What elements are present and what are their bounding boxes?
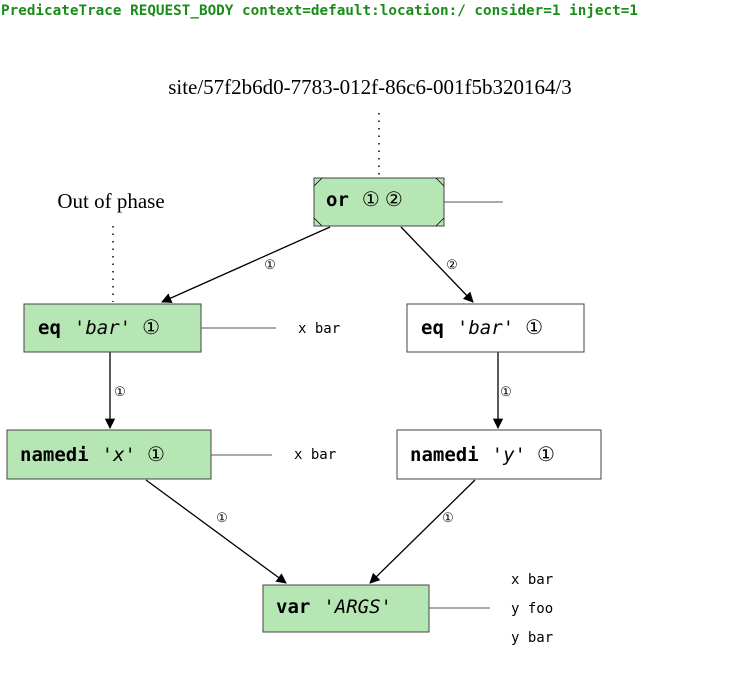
site-label: site/57f2b6d0-7783-012f-86c6-001f5b32016… — [168, 75, 572, 99]
trace-header: PredicateTrace REQUEST_BODY context=defa… — [1, 3, 638, 19]
node-namedi-left: namedi'x'① — [6, 429, 212, 480]
node-namedi-right-text: namedi'y'① — [410, 444, 555, 466]
edge-or-to-eq-left — [161, 226, 331, 303]
phase-label: Out of phase — [57, 189, 164, 213]
namedi-left-side-value: x bar — [294, 447, 336, 463]
eq-left-side-value: x bar — [298, 321, 340, 337]
var-side-value-3: y bar — [511, 630, 553, 646]
node-eq-left-text: eq'bar'① — [38, 317, 160, 339]
node-var-text: var'ARGS' — [276, 596, 392, 618]
edge-mark-or-right: ② — [446, 257, 458, 272]
node-eq-right-text: eq'bar'① — [421, 317, 543, 339]
edge-mark-named-right: ① — [442, 510, 454, 525]
edge-mark-or-left: ① — [264, 257, 276, 272]
node-namedi-left-text: namedi'x'① — [20, 444, 165, 466]
node-eq-right: eq'bar'① — [406, 303, 585, 353]
edge-or-to-eq-right — [400, 226, 474, 303]
node-eq-left: eq'bar'① — [23, 303, 202, 353]
edge-mark-named-left: ① — [216, 510, 228, 525]
edge-mark-eq-right: ① — [500, 384, 512, 399]
node-namedi-right: namedi'y'① — [396, 429, 602, 480]
node-var: var'ARGS' — [262, 584, 430, 633]
var-side-value-1: x bar — [511, 572, 553, 588]
edge-named-right-to-var — [369, 479, 476, 584]
var-side-value-2: y foo — [511, 601, 553, 617]
edge-named-left-to-var — [145, 479, 287, 584]
edge-mark-eq-left: ① — [114, 384, 126, 399]
